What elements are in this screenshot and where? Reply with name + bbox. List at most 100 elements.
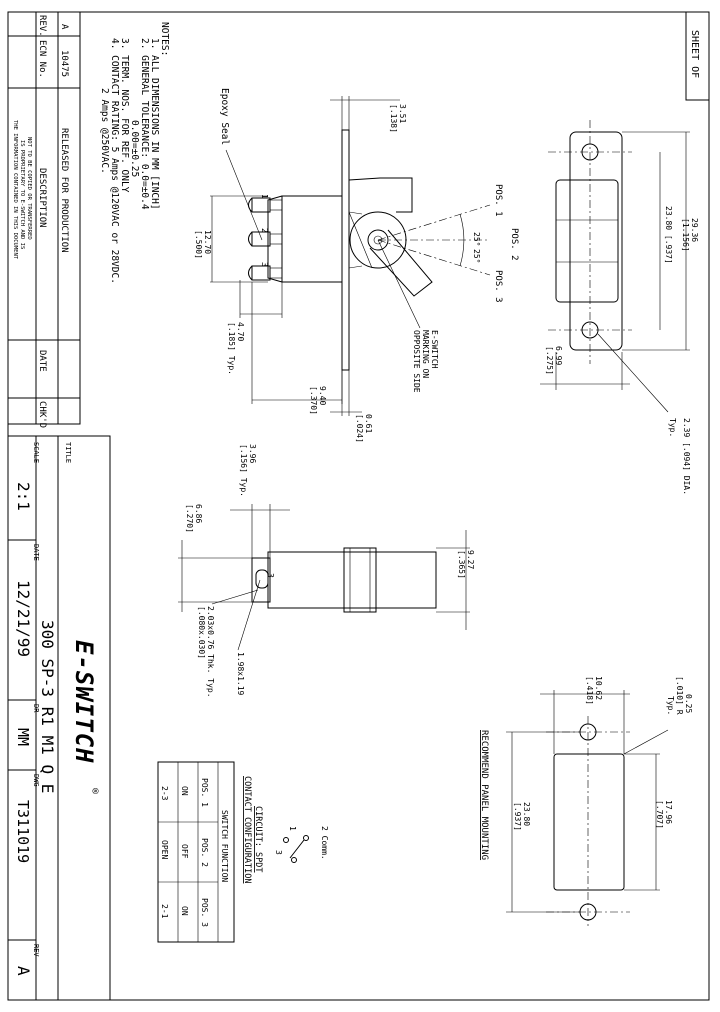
dim-2936: 29.36	[690, 218, 699, 242]
dim-470: 4.70	[236, 322, 245, 341]
circuit-t1: 1	[288, 826, 297, 831]
pos3-label: POS. 3	[493, 270, 503, 303]
table-r2-c1: 2-3	[160, 786, 169, 801]
dim-686: 6.86	[194, 504, 203, 523]
dim-2380-panel-in: [.937]	[513, 802, 522, 831]
term-3: 3	[260, 262, 269, 267]
panel-mounting: RECOMMEND PANEL MOUNTING 0.25 [.010] R T…	[479, 676, 693, 926]
dim-699-in: [.275]	[545, 346, 554, 375]
dim-470-in: [.185] Typ.	[227, 322, 236, 375]
dim-927-in: [.365]	[457, 550, 466, 579]
dim-203: 2.03x0.76 Thk. Typ.	[206, 606, 215, 698]
title-block: SCALE 2:1 DATE 12/21/99 DR MM DWG T31101…	[7, 435, 111, 1001]
note-4: 4. CONTACT RATING: 5 Amps @120VAC or 28V…	[109, 38, 120, 284]
dim-025-typ: Typ.	[666, 696, 675, 715]
dim-2380: 23.80 [.937]	[664, 206, 673, 264]
dim-396: 3.96	[248, 444, 257, 463]
end-view: 3 3.96 [.156] Typ. 6.86 [.270] 9.27 [.36…	[178, 444, 475, 698]
dim-061-in: [.024]	[355, 414, 364, 443]
dim-1270: 12.70	[203, 230, 212, 254]
dwg-value: T311019	[14, 800, 32, 863]
pos2-label: POS. 2	[509, 228, 519, 261]
table-r1-c1: ON	[180, 786, 189, 796]
table-r1-c3: ON	[180, 906, 189, 916]
table-r2-c3: 2-1	[160, 904, 169, 919]
dim-940-in: [.370]	[309, 386, 318, 415]
switch-function-title: SWITCH FUNCTION	[220, 810, 229, 882]
angle-label-a: 25°	[472, 232, 481, 246]
note-2: 2. GENERAL TOLERANCE: 0.0=±0.4	[139, 38, 150, 210]
dim-1796-in: [.707]	[655, 800, 664, 829]
proprietary-line-3: NOT TO BE COPIED OR TRANSFERRED	[26, 137, 32, 240]
note-1: 1. ALL DIMENSIONS IN MM [INCH]	[149, 38, 160, 210]
sheet-of-block: SHEET OF	[685, 11, 710, 101]
term-1: 1	[260, 194, 269, 199]
table-r1-c2: OFF	[180, 844, 189, 859]
description-value: RELEASED FOR PRODUCTION	[59, 128, 69, 253]
dim-025: 0.25	[684, 694, 693, 713]
sheet-of-label: SHEET OF	[689, 30, 700, 78]
ecn-value: 10475	[59, 50, 69, 77]
dwg-label: DWG	[32, 774, 40, 787]
dim-351: 3.51	[398, 104, 407, 123]
dim-1062: 10.62	[594, 676, 603, 700]
notes-heading: NOTES:	[159, 22, 170, 56]
dim-940: 9.40	[318, 386, 327, 405]
marking-line-1: E-SWITCH	[430, 330, 439, 369]
top-view: 29.36 [1.156] 23.80 [.937] 6.99 [.275] 2…	[540, 120, 699, 495]
table-header-pos3: POS. 3	[200, 898, 209, 927]
dim-1796: 17.96	[664, 800, 673, 824]
dim-203-in: [.080x.030]	[197, 606, 206, 659]
dim-1270-in: [.500]	[194, 230, 203, 259]
end-term-3: 3	[266, 573, 275, 578]
term-2: 2	[260, 228, 269, 233]
title-value: 300 SP-3 R1 M1 Q E	[38, 620, 57, 793]
epoxy-seal-label: Epoxy Seal	[219, 88, 230, 145]
dim-351-in: [.138]	[389, 104, 398, 133]
date-header: DATE	[37, 350, 47, 372]
logo-mark: ®	[89, 788, 100, 795]
dim-927: 9.27	[466, 550, 475, 569]
dim-699: 6.99	[554, 346, 563, 365]
rev-value: A	[59, 24, 69, 30]
pos1-label: POS. 1	[493, 184, 503, 217]
table-header-pos2: POS. 2	[200, 838, 209, 867]
panel-title: RECOMMEND PANEL MOUNTING	[479, 730, 489, 860]
title-label: TITLE	[64, 442, 72, 463]
proprietary-line-2: IS PROPRIETARY TO E-SWITCH AND IS	[19, 140, 25, 249]
circuit-title: CIRCUIT: SPDT	[253, 806, 263, 873]
note-2b: 0.00=±0.25	[129, 120, 140, 177]
dim-2380-panel: 23.80	[522, 802, 531, 826]
dr-value: MM	[14, 728, 32, 746]
revision-block: REV. ECN No. DESCRIPTION DATE CHK'D A 10…	[7, 11, 81, 428]
description-header: DESCRIPTION	[37, 168, 47, 228]
chkd-header: CHK'D	[37, 401, 47, 428]
scale-label: SCALE	[32, 442, 40, 463]
date-label: DATE	[32, 544, 40, 561]
circuit-diagram: CIRCUIT: SPDT CONTACT CONFIGURATION 2 Co…	[157, 761, 329, 943]
dim-061: 0.61	[364, 414, 373, 433]
marking-line-3: OPPOSITE SIDE	[412, 330, 421, 393]
table-r2-c2: OPEN	[160, 840, 169, 859]
circuit-subtitle: CONTACT CONFIGURATION	[242, 776, 252, 883]
dim-239: 2.39 [.094] DIA.	[682, 418, 691, 495]
angle-label-b: 25°	[472, 249, 481, 263]
rev-block-value: A	[14, 966, 33, 976]
dim-198: 1.98x1.19	[236, 652, 245, 696]
note-3: 3. TERM. NOS. FOR REF. ONLY	[119, 38, 130, 193]
notes: NOTES: 1. ALL DIMENSIONS IN MM [INCH] 2.…	[99, 22, 170, 284]
logo: E-SWITCH	[70, 640, 98, 764]
rev-label: REV	[32, 944, 40, 957]
dim-239-typ: Typ.	[668, 418, 677, 437]
dim-2936-in: [1.156]	[681, 218, 690, 252]
date-value: 12/21/99	[14, 580, 33, 657]
table-header-pos1: POS. 1	[200, 778, 209, 807]
proprietary-line-1: THE INFORMATION CONTAINED IN THIS DOCUME…	[12, 120, 18, 260]
dim-686-in: [.270]	[185, 504, 194, 533]
circuit-comm: 2 Comm.	[320, 826, 329, 860]
ecn-header: ECN No.	[37, 40, 47, 78]
circuit-t3: 3	[274, 850, 283, 855]
dim-396-in: [.156] Typ.	[239, 444, 248, 497]
dim-025-in: [.010] R	[675, 676, 684, 715]
